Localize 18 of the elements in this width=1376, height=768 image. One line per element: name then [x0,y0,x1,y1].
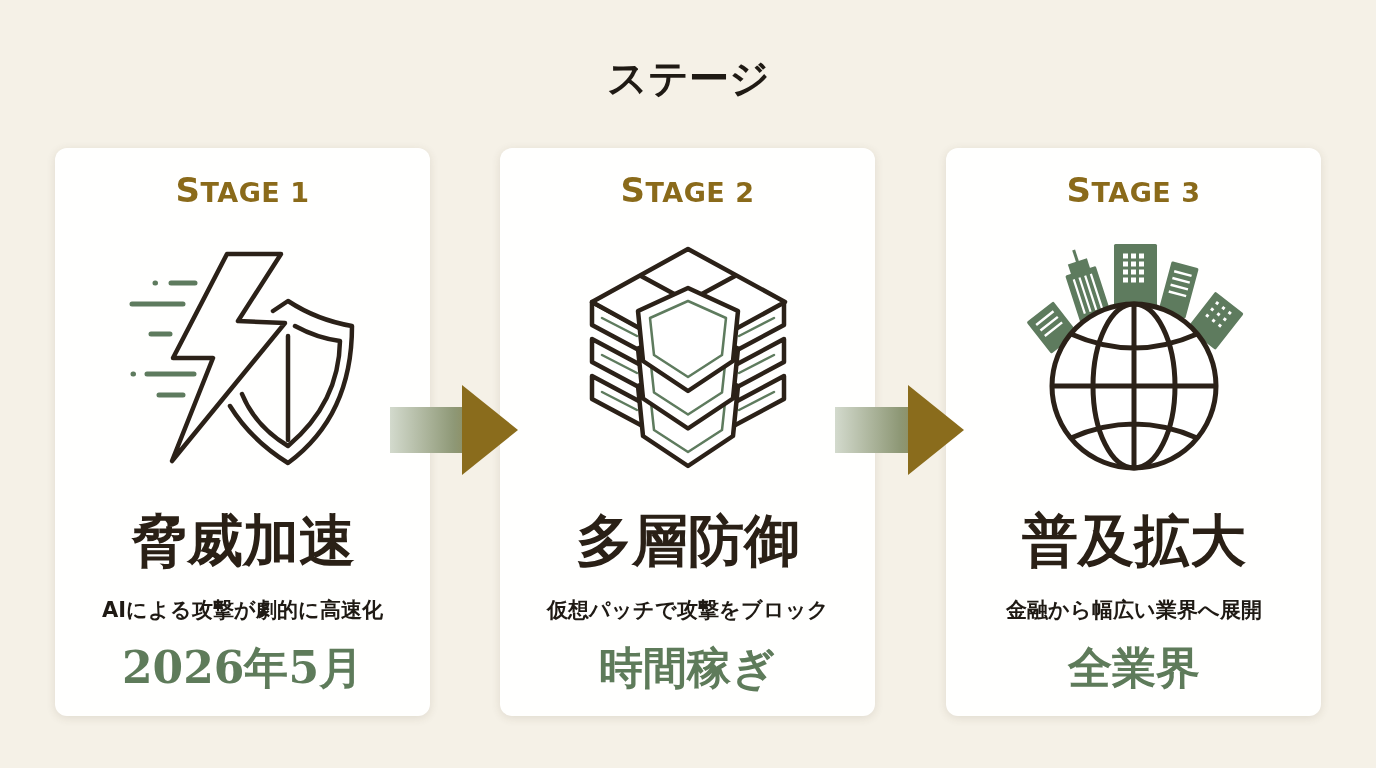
stage-highlight: 2026年5月 [121,641,364,695]
stage-label: STAGE 3 [1066,170,1201,212]
stage-card [500,148,875,716]
stage-highlight: 時間稼ぎ [599,641,776,695]
stage-card [946,148,1321,716]
diagram-title: ステージ [606,54,770,103]
arrow [390,385,518,475]
stage-card [55,148,430,716]
stage-description: AIによる攻撃が劇的に高速化 [101,597,384,624]
stage-description: 仮想パッチで攻撃をブロック [546,597,829,624]
stage-highlight: 全業界 [1067,641,1200,695]
stage-heading: 多層防御 [575,506,800,574]
stage-label: STAGE 2 [620,170,755,212]
stage-heading: 脅威加速 [130,506,355,574]
stage-label: STAGE 1 [175,170,310,212]
stage-heading: 普及拡大 [1021,506,1246,574]
stage-description: 金融から幅広い業界へ展開 [1005,597,1262,624]
arrow [835,385,964,475]
